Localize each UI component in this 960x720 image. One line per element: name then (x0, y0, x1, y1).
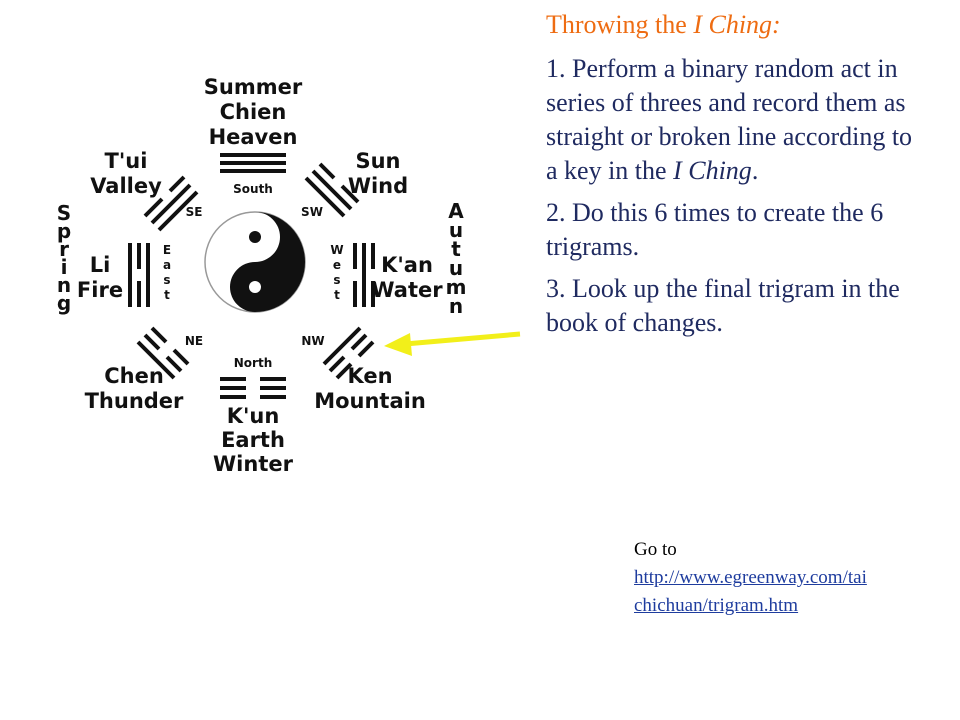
instructions-text: Throwing the I Ching: 1. Perform a binar… (546, 8, 916, 348)
bagua-diagram: Summer Chien Heaven South North K'un Ear… (57, 75, 521, 476)
label-kan: K'an (381, 253, 433, 277)
label-wind: Wind (348, 174, 408, 198)
goto-label: Go to (634, 539, 677, 560)
svg-text:n: n (449, 294, 463, 318)
label-summer: Summer (204, 75, 303, 99)
yin-yang-icon (204, 211, 306, 313)
heading: Throwing the I Ching: (546, 10, 781, 39)
svg-text:g: g (57, 291, 71, 315)
label-ken: Ken (347, 364, 392, 388)
label-heaven: Heaven (209, 125, 298, 149)
trigram-wind (304, 162, 360, 218)
svg-text:t: t (451, 237, 461, 261)
label-earth: Earth (221, 428, 285, 452)
svg-text:u: u (449, 256, 463, 280)
step-3: 3. Look up the final trigram in the book… (546, 274, 900, 337)
svg-text:r: r (59, 237, 69, 261)
label-dir-nw: NW (301, 334, 324, 348)
svg-text:n: n (57, 273, 71, 297)
label-chen: Chen (104, 364, 164, 388)
label-west-vertical: W e s t (330, 243, 343, 302)
label-spring-vertical: S p r i n g (57, 201, 71, 315)
svg-text:p: p (57, 219, 71, 243)
label-dir-se: SE (186, 205, 203, 219)
trigram-valley (143, 175, 199, 232)
label-dir-sw: SW (301, 205, 323, 219)
svg-text:m: m (446, 275, 467, 299)
label-sun: Sun (355, 149, 400, 173)
label-winter: Winter (213, 452, 294, 476)
svg-text:t: t (164, 288, 170, 302)
label-valley: Valley (90, 174, 162, 198)
svg-text:s: s (163, 273, 170, 287)
step-2: 2. Do this 6 times to create the 6 trigr… (546, 198, 884, 261)
label-li: Li (90, 253, 111, 277)
trigram-earth (220, 377, 286, 399)
goto-link-block: Go to http://www.egreenway.com/tai chich… (634, 536, 934, 620)
label-north: North (234, 356, 272, 370)
svg-text:a: a (163, 258, 171, 272)
trigram-link-line1: http://www.egreenway.com/tai (634, 567, 867, 588)
label-dir-ne: NE (185, 334, 203, 348)
svg-text:u: u (449, 218, 463, 242)
svg-text:E: E (163, 243, 171, 257)
svg-text:S: S (57, 201, 71, 225)
label-thunder: Thunder (85, 389, 184, 413)
trigram-thunder (136, 326, 190, 380)
svg-text:s: s (333, 273, 340, 287)
label-autumn-vertical: A u t u m n (446, 199, 467, 318)
svg-text:W: W (330, 243, 343, 257)
step-1: 1. Perform a binary random act in series… (546, 54, 913, 185)
svg-text:t: t (334, 288, 340, 302)
svg-text:e: e (333, 258, 341, 272)
label-east-vertical: E a s t (163, 243, 171, 302)
trigram-link[interactable]: http://www.egreenway.com/tai chichuan/tr… (634, 564, 934, 620)
label-chien: Chien (220, 100, 287, 124)
label-south: South (233, 182, 273, 196)
trigram-water (353, 243, 375, 307)
svg-text:A: A (448, 199, 464, 223)
label-tui: T'ui (105, 149, 148, 173)
svg-text:i: i (61, 255, 68, 279)
yellow-arrow-icon (384, 331, 521, 356)
trigram-fire (128, 243, 150, 307)
trigram-heaven (220, 153, 286, 173)
label-mountain: Mountain (314, 389, 426, 413)
label-kun: K'un (227, 404, 280, 428)
trigram-link-line2: chichuan/trigram.htm (634, 595, 799, 616)
trigram-mountain (322, 326, 375, 380)
label-water: Water (371, 278, 443, 302)
label-fire: Fire (77, 278, 123, 302)
